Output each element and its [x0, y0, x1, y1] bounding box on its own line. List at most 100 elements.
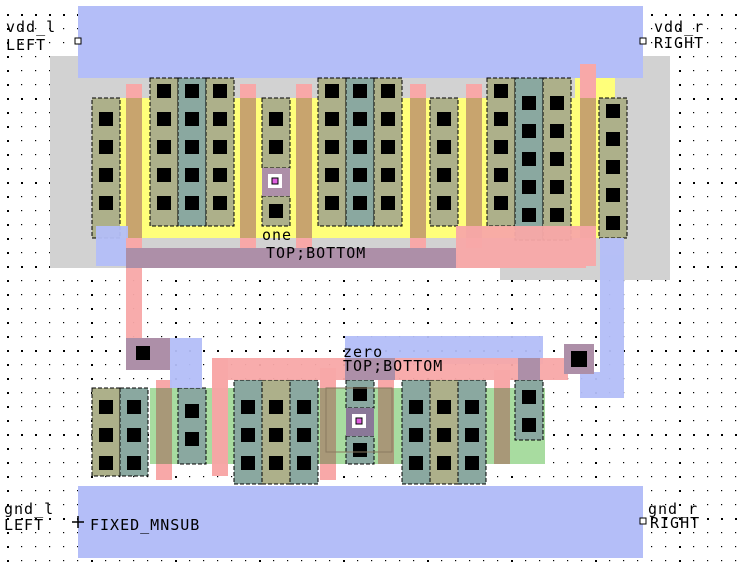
grid-dot	[609, 420, 611, 422]
contact	[353, 387, 367, 401]
diffusion-column	[261, 97, 291, 169]
grid-dot	[651, 350, 653, 352]
port-marker-gnd-r[interactable]	[639, 517, 647, 525]
contact	[437, 112, 451, 126]
grid-dot	[35, 126, 37, 128]
grid-dot	[693, 490, 695, 492]
grid-dot	[35, 490, 37, 492]
grid-dot	[7, 434, 9, 436]
grid-dot	[49, 364, 51, 366]
grid-dot	[175, 322, 177, 324]
via-left[interactable]	[126, 338, 170, 370]
grid-dot	[637, 378, 639, 380]
grid-dot	[651, 14, 653, 16]
grid-dot	[721, 266, 723, 268]
grid-dot	[119, 364, 121, 366]
contact	[213, 84, 227, 98]
via-right[interactable]	[564, 344, 594, 374]
net-one-bus[interactable]	[126, 248, 456, 268]
grid-dot	[693, 322, 695, 324]
grid-dot	[231, 322, 233, 324]
grid-dot	[245, 322, 247, 324]
port-marker-gnd-l[interactable]	[72, 516, 84, 528]
diffusion-column	[177, 387, 207, 465]
grid-dot	[77, 378, 79, 380]
grid-dot	[147, 476, 149, 478]
grid-dot	[259, 560, 261, 562]
grid-dot	[721, 420, 723, 422]
grid-dot	[707, 56, 709, 58]
grid-dot	[63, 336, 65, 338]
grid-dot	[21, 196, 23, 198]
contact	[494, 84, 508, 98]
grid-dot	[21, 238, 23, 240]
grid-dot	[665, 308, 667, 310]
export-marker-one[interactable]	[262, 168, 290, 196]
grid-dot	[413, 280, 415, 282]
grid-dot	[665, 532, 667, 534]
grid-dot	[161, 294, 163, 296]
grid-dot	[35, 266, 37, 268]
grid-dot	[21, 28, 23, 30]
grid-dot	[7, 350, 9, 352]
vdd-rail[interactable]	[78, 6, 643, 78]
grid-dot	[735, 196, 737, 198]
grid-dot	[679, 308, 681, 310]
grid-dot	[665, 322, 667, 324]
grid-dot	[707, 392, 709, 394]
grid-dot	[203, 308, 205, 310]
grid-dot	[301, 336, 303, 338]
grid-dot	[399, 322, 401, 324]
gnd-rail[interactable]	[78, 486, 643, 558]
grid-dot	[707, 462, 709, 464]
grid-dot	[581, 294, 583, 296]
grid-dot	[21, 56, 23, 58]
grid-dot	[63, 546, 65, 548]
contact	[325, 140, 339, 154]
grid-dot	[189, 280, 191, 282]
grid-dot	[49, 434, 51, 436]
grid-dot	[679, 14, 681, 16]
grid-dot	[721, 182, 723, 184]
grid-dot	[595, 560, 597, 562]
contact	[381, 112, 395, 126]
grid-dot	[623, 476, 625, 478]
port-marker-vdd-l[interactable]	[74, 37, 82, 45]
export-marker-zero[interactable]	[346, 408, 374, 436]
contact	[213, 140, 227, 154]
contact	[437, 140, 451, 154]
grid-dot	[693, 336, 695, 338]
grid-dot	[693, 504, 695, 506]
grid-dot	[259, 294, 261, 296]
port-marker-vdd-r[interactable]	[639, 37, 647, 45]
grid-dot	[273, 280, 275, 282]
contact	[185, 168, 199, 182]
grid-dot	[567, 294, 569, 296]
grid-dot	[385, 560, 387, 562]
grid-dot	[217, 336, 219, 338]
grid-dot	[553, 476, 555, 478]
grid-dot	[91, 350, 93, 352]
grid-dot	[7, 252, 9, 254]
grid-dot	[665, 364, 667, 366]
contact	[522, 208, 536, 222]
grid-dot	[63, 14, 65, 16]
grid-dot	[35, 364, 37, 366]
grid-dot	[7, 28, 9, 30]
grid-dot	[217, 350, 219, 352]
grid-dot	[63, 308, 65, 310]
grid-dot	[707, 560, 709, 562]
grid-dot	[385, 322, 387, 324]
grid-dot	[651, 504, 653, 506]
grid-dot	[595, 364, 597, 366]
grid-dot	[7, 140, 9, 142]
contact	[550, 208, 564, 222]
grid-dot	[49, 518, 51, 520]
grid-dot	[7, 532, 9, 534]
grid-dot	[679, 392, 681, 394]
grid-dot	[357, 322, 359, 324]
grid-dot	[49, 378, 51, 380]
poly-gate-over-diffusion	[410, 98, 426, 238]
